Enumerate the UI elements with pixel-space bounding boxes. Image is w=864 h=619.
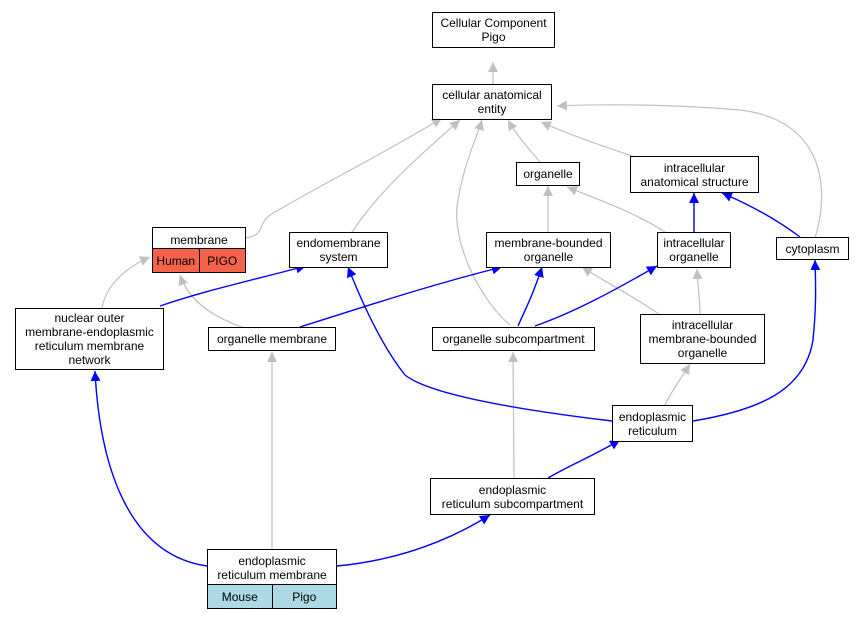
node-organelle[interactable]: organelle	[516, 162, 580, 186]
edge-imbo-mbo	[581, 266, 661, 316]
gene-cell-pigo-mouse: Pigo	[271, 585, 336, 608]
edge-ers-os	[508, 351, 519, 479]
node-organelle-subcompartment[interactable]: organelle subcompartment	[432, 327, 595, 351]
edge-cytoplasm-ias	[721, 192, 801, 238]
edge-os-io	[534, 265, 658, 327]
node-nuclear-outer-membrane-er-network[interactable]: nuclear outer membrane-endoplasmic retic…	[15, 308, 164, 370]
edge-organelle-cae	[507, 119, 541, 163]
edge-io-organelle	[566, 186, 666, 233]
gene-cell-pigo-human: PIGO	[198, 249, 245, 272]
edge-os-mbo	[517, 266, 544, 327]
species-cell-mouse: Mouse	[208, 585, 272, 608]
edge-membrane-cae	[244, 117, 443, 239]
edge-nom-membrane	[101, 256, 151, 309]
node-erm-label: endoplasmic reticulum membrane	[217, 554, 327, 582]
edge-erm-nom	[90, 370, 208, 567]
node-membrane-label: membrane	[170, 232, 228, 247]
node-endoplasmic-reticulum-membrane[interactable]: endoplasmic reticulum membrane Mouse Pig…	[207, 549, 337, 609]
erm-gene-row: Mouse Pigo	[208, 584, 336, 608]
edge-ems-cae	[351, 119, 461, 233]
node-cellular-anatomical-entity[interactable]: cellular anatomical entity	[432, 84, 552, 120]
edge-ers-er	[547, 439, 621, 479]
membrane-gene-row: Human PIGO	[153, 248, 245, 272]
edge-er-cytoplasm	[692, 259, 821, 422]
edge-erm-ers	[336, 514, 491, 567]
node-intracellular-membrane-bounded-organelle[interactable]: intracellular membrane-bounded organelle	[640, 314, 765, 364]
node-cytoplasm[interactable]: cytoplasm	[776, 237, 849, 260]
node-endomembrane-system[interactable]: endomembrane system	[289, 232, 388, 268]
node-intracellular-anatomical-structure[interactable]: intracellular anatomical structure	[630, 156, 759, 193]
species-cell-human: Human	[153, 249, 199, 272]
edge-om-membrane	[178, 274, 251, 331]
node-endoplasmic-reticulum[interactable]: endoplasmic reticulum	[612, 405, 693, 442]
edge-er-imbo	[664, 363, 691, 406]
edge-om-mbo	[299, 264, 503, 328]
node-membrane-bounded-organelle[interactable]: membrane-bounded organelle	[486, 232, 611, 268]
node-cellular-component-pigo[interactable]: Cellular Component Pigo	[432, 12, 555, 48]
edge-os-cae	[456, 119, 511, 326]
edge-nom-ems	[159, 263, 307, 307]
edge-imbo-io	[692, 268, 703, 315]
edges	[90, 62, 823, 567]
edge-cytoplasm-cae	[556, 100, 823, 239]
node-endoplasmic-reticulum-subcompartment[interactable]: endoplasmic reticulum subcompartment	[430, 478, 595, 515]
edge-er-ems	[347, 266, 613, 422]
node-organelle-membrane[interactable]: organelle membrane	[208, 327, 336, 351]
node-membrane[interactable]: membrane Human PIGO	[152, 227, 246, 273]
edge-ias-cae	[540, 121, 636, 158]
node-intracellular-organelle[interactable]: intracellular organelle	[657, 232, 731, 268]
